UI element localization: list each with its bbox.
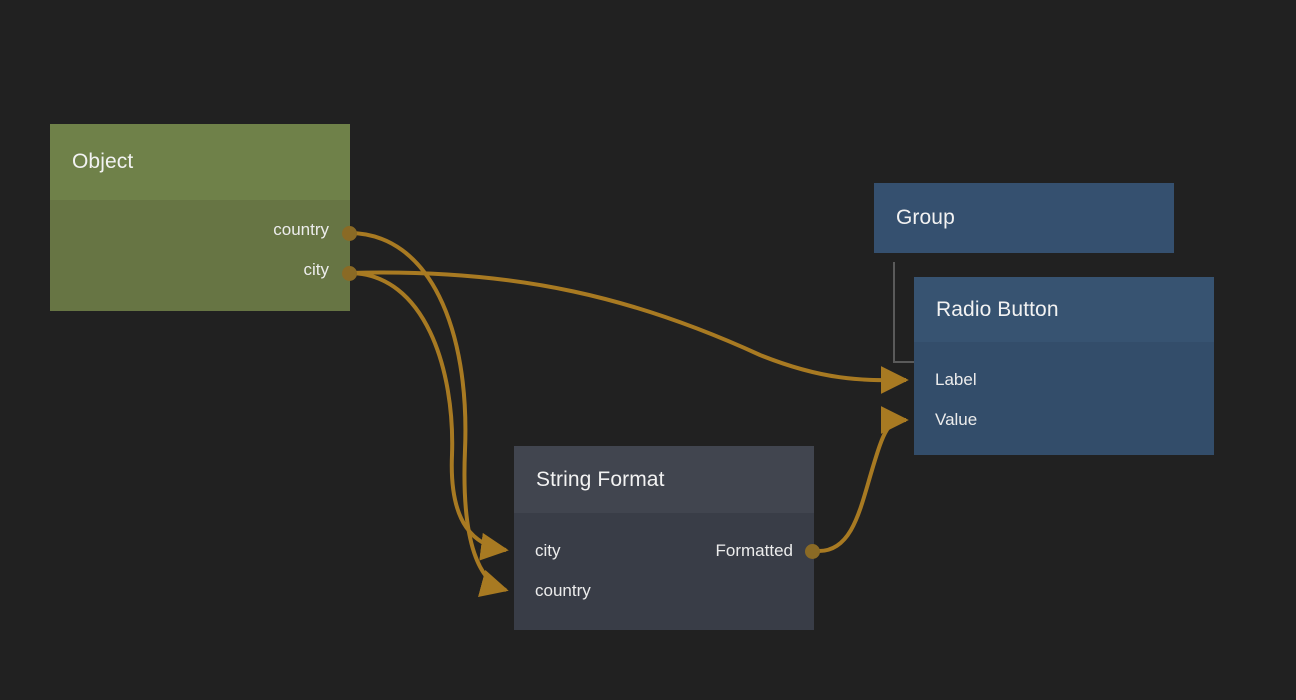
node-radio-button-header[interactable]: Radio Button <box>914 277 1214 342</box>
input-port-label-country: country <box>535 581 591 600</box>
node-object-title: Object <box>72 150 134 173</box>
output-port-label-formatted: Formatted <box>715 541 793 560</box>
output-port-row-city[interactable]: city <box>50 250 350 290</box>
node-string-format-title: String Format <box>536 467 665 491</box>
node-string-format[interactable]: String Format city Formatted country <box>514 446 820 630</box>
node-group-title: Group <box>896 206 955 229</box>
input-port-label-label: Label <box>935 370 977 389</box>
edge-object-country-to-stringformat-country <box>348 231 509 597</box>
port-row-country[interactable]: country <box>514 571 814 611</box>
node-radio-button-title: Radio Button <box>936 297 1059 321</box>
node-group-header[interactable]: Group <box>874 183 1174 253</box>
output-port-label-country: country <box>273 220 329 239</box>
node-object-body: country city <box>50 200 350 311</box>
node-object[interactable]: Object country city <box>50 124 357 311</box>
node-string-format-body: city Formatted country <box>514 513 814 630</box>
input-port-label-city: city <box>535 541 561 560</box>
node-object-header[interactable]: Object <box>50 124 350 200</box>
output-port-dot-city[interactable] <box>342 266 357 281</box>
node-radio-button-body: Label Value <box>914 342 1214 455</box>
output-port-row-country[interactable]: country <box>50 210 350 250</box>
edge-object-city-to-stringformat-city <box>348 271 509 561</box>
output-port-dot-country[interactable] <box>342 226 357 241</box>
input-port-row-value[interactable]: Value <box>914 400 1214 440</box>
node-string-format-header[interactable]: String Format <box>514 446 814 513</box>
edge-stringformat-formatted-to-radiobutton-value <box>818 406 909 553</box>
node-group[interactable]: Group <box>874 183 1174 253</box>
output-port-label-city: city <box>303 260 330 279</box>
input-port-row-label[interactable]: Label <box>914 360 1214 400</box>
edge-object-city-to-radiobutton-label <box>348 270 909 395</box>
port-row-city-formatted[interactable]: city Formatted <box>514 531 814 571</box>
input-port-label-value: Value <box>935 410 978 429</box>
node-radio-button[interactable]: Radio Button Label Value <box>914 277 1214 455</box>
output-port-dot-formatted[interactable] <box>805 544 820 559</box>
